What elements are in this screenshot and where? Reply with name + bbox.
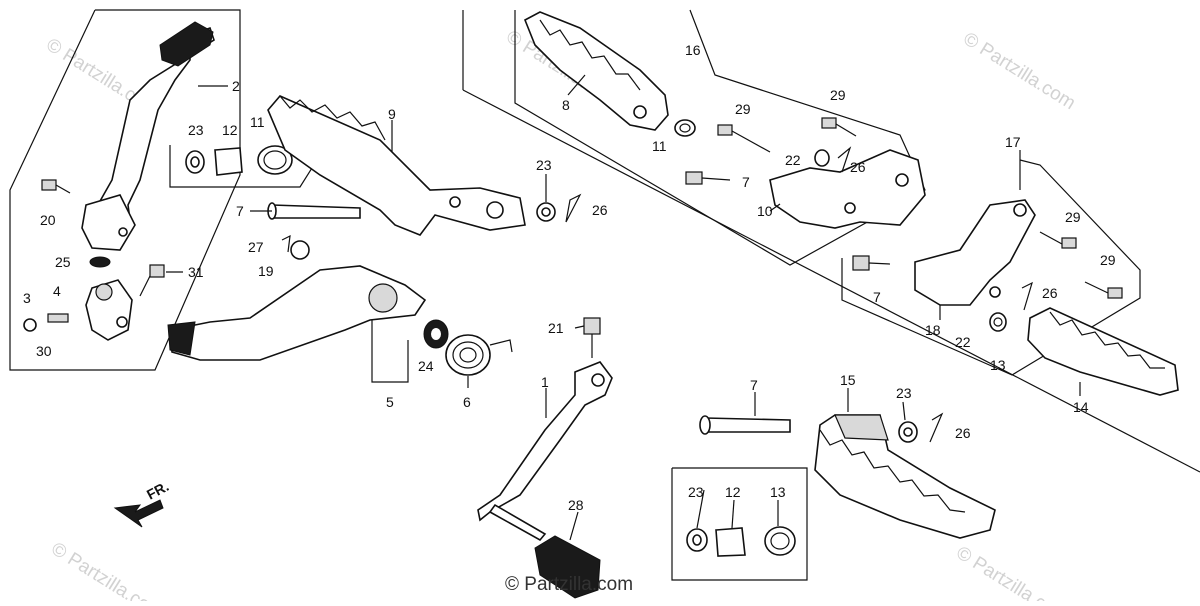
footpeg-15 <box>814 414 996 539</box>
watermark-top-right: © Partzilla.com <box>959 28 1079 114</box>
kick-small-parts <box>185 145 293 176</box>
kick-group-outline <box>9 9 241 371</box>
bolt-7-top <box>685 171 731 185</box>
callout-11-a: 11 <box>250 114 265 130</box>
callout-28: 28 <box>568 497 584 513</box>
callout-23-a: 23 <box>188 122 204 138</box>
footpeg-14 <box>1027 307 1179 396</box>
callout-29-b: 29 <box>830 87 846 103</box>
callout-13-a: 13 <box>990 357 1006 373</box>
callout-26-b: 26 <box>850 159 866 175</box>
bottom-watermark: © Partzilla.com <box>505 574 633 595</box>
callout-24: 24 <box>418 358 434 374</box>
callout-labels: 2 23 12 11 9 20 7 27 19 25 31 3 4 30 23 … <box>23 42 1116 513</box>
pin-7-bottom <box>699 415 791 435</box>
callout-29-a: 29 <box>735 101 751 117</box>
callout-12-b: 12 <box>725 484 741 500</box>
callout-25: 25 <box>55 254 71 270</box>
bracket-10 <box>769 149 926 229</box>
brake-pedal-5 <box>167 265 427 361</box>
washer-23-left <box>536 202 556 222</box>
pin-26-right <box>1021 281 1033 311</box>
callout-4: 4 <box>53 283 61 299</box>
callout-17: 17 <box>1005 134 1021 150</box>
footpeg-8 <box>523 11 669 131</box>
callout-1: 1 <box>541 374 549 390</box>
washer-22-top <box>814 149 830 167</box>
footpeg-box-16 <box>514 9 926 266</box>
callout-7-c: 7 <box>873 289 881 305</box>
callout-18: 18 <box>925 322 941 338</box>
callout-7-b: 7 <box>742 174 750 190</box>
callout-13-b: 13 <box>770 484 786 500</box>
callout-7-d: 7 <box>750 377 758 393</box>
callout-3: 3 <box>23 290 31 306</box>
bottom-small-parts <box>686 526 796 557</box>
callout-26-d: 26 <box>955 425 971 441</box>
callout-29-c: 29 <box>1065 209 1081 225</box>
shift-lever-1 <box>477 361 613 542</box>
callout-31: 31 <box>188 264 204 280</box>
watermark-bottom-right: © Partzilla.com <box>952 542 1072 601</box>
spring-6 <box>445 334 513 376</box>
callout-6: 6 <box>463 394 471 410</box>
callout-16: 16 <box>685 42 701 58</box>
callout-29-d: 29 <box>1100 252 1116 268</box>
callout-10: 10 <box>757 203 773 219</box>
callout-8: 8 <box>562 97 570 113</box>
callout-15: 15 <box>840 372 856 388</box>
callout-22-a: 22 <box>785 152 801 168</box>
seal-24 <box>423 319 449 349</box>
callout-14: 14 <box>1073 399 1089 415</box>
bolt-29-a <box>717 124 771 153</box>
main-frame-line <box>462 89 1200 473</box>
shift-rubber-28 <box>534 535 601 599</box>
kickstarter-arm <box>81 21 215 251</box>
kick-pivot-assembly <box>23 256 133 341</box>
bolt-21 <box>583 317 601 358</box>
callout-2: 2 <box>232 78 240 94</box>
callout-26-c: 26 <box>1042 285 1058 301</box>
bolt-29-d <box>1084 281 1123 299</box>
spring-13-right <box>989 312 1007 332</box>
callout-22-b: 22 <box>955 334 971 350</box>
direction-label: FR. <box>144 478 171 503</box>
bolt-31 <box>139 264 165 297</box>
spring-11-right <box>674 119 696 137</box>
group-outlines <box>9 9 1200 581</box>
callout-5: 5 <box>386 394 394 410</box>
cotter-26-left <box>565 193 582 223</box>
callout-23-d: 23 <box>688 484 704 500</box>
watermark-bottom-left: © Partzilla.com <box>47 538 167 601</box>
callout-12-a: 12 <box>222 122 238 138</box>
cotter-27-washer-19 <box>281 234 310 260</box>
bolt-7-right <box>852 255 891 271</box>
leader-lines <box>166 74 1081 541</box>
direction-arrow: FR. <box>113 478 171 528</box>
callout-21: 21 <box>548 320 564 336</box>
bolt-29-b <box>821 117 857 137</box>
footpeg-9 <box>267 95 526 236</box>
callout-9: 9 <box>388 106 396 122</box>
footpeg-box-17 <box>841 159 1141 376</box>
bolt-29-c <box>1039 231 1077 249</box>
washer-23-right <box>898 421 918 443</box>
bracket-18 <box>914 199 1036 306</box>
callout-30: 30 <box>36 343 52 359</box>
callout-7-a: 7 <box>236 203 244 219</box>
callout-19: 19 <box>258 263 274 279</box>
callout-27: 27 <box>248 239 264 255</box>
callout-20: 20 <box>40 212 56 228</box>
callout-23-b: 23 <box>536 157 552 173</box>
cotter-26-right <box>929 412 944 443</box>
bolt-20 <box>41 179 71 194</box>
callout-23-c: 23 <box>896 385 912 401</box>
callout-26-a: 26 <box>592 202 608 218</box>
pin-7-left <box>267 202 361 220</box>
pin-26-top <box>837 146 852 173</box>
small-parts-box-bottom <box>671 467 808 581</box>
callout-11-b: 11 <box>652 138 667 154</box>
